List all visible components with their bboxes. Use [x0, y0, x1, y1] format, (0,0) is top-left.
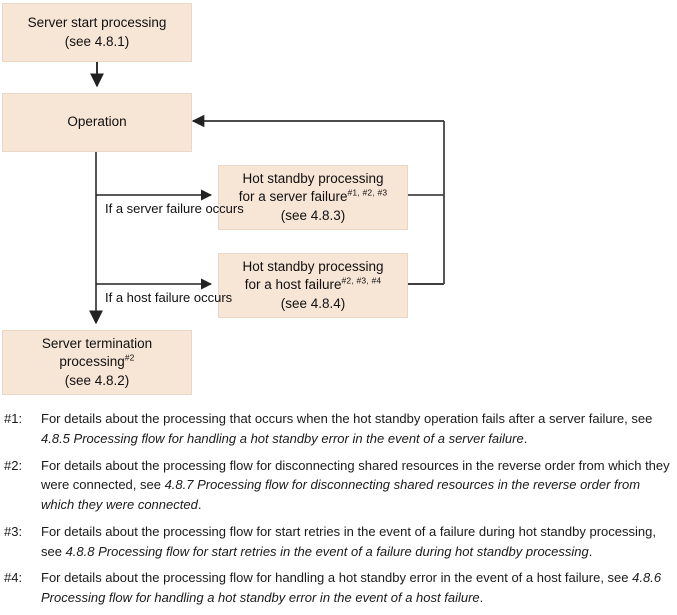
node-server-start-line2: (see 4.8.1) — [64, 33, 130, 49]
footnote-body-text: For details about the processing flow fo… — [41, 457, 670, 493]
footnote-body-text: For details about the processing that oc… — [41, 411, 653, 426]
footnote-body-text: For details about the processing flow fo… — [41, 523, 656, 559]
edge-label-host-failure-line2: failure occurs — [154, 290, 233, 305]
footnote-item: #1: For details about the processing that… — [4, 409, 674, 449]
footnote-body-text: . — [588, 543, 593, 559]
node-hot-standby-server-line1: Hot standby processing — [242, 170, 384, 186]
footnote-body-text: . — [479, 590, 484, 605]
edge-label-server-failure: If a server failure occurs — [105, 200, 244, 218]
footnote-item: #4: For details about the processing flow… — [4, 568, 674, 608]
node-server-termination-footnote-refs: #2 — [124, 352, 135, 363]
node-server-termination-processing[interactable]: Server termination processing#2 (see 4.8… — [2, 330, 192, 395]
footnotes-list: #1: For details about the processing that… — [4, 409, 674, 615]
node-hot-standby-server-line2-text: for a server failure — [238, 189, 348, 205]
footnote-marker: #2: — [4, 457, 23, 473]
node-server-start-line1: Server start processing — [27, 14, 167, 30]
node-hot-standby-host-footnote-refs: #2, #3, #4 — [341, 275, 382, 286]
footnote-reference-title: 4.8.6 Processing flow for handling a hot… — [41, 570, 662, 605]
node-hot-standby-host-line2-text: for a host failure — [244, 277, 342, 293]
footnote-body-text: For details about the processing flow fo… — [41, 570, 633, 586]
flowchart-connectors — [89, 62, 445, 325]
node-hot-standby-host-line2: for a host failure#2, #3, #4 — [245, 276, 382, 295]
node-hot-standby-host-line3: (see 4.8.4) — [280, 295, 346, 311]
footnote-body-text: . — [197, 497, 202, 512]
edge-label-server-failure-line1: If a server — [105, 201, 163, 216]
footnote-reference-title: 4.8.7 Processing flow for disconnecting … — [41, 477, 641, 512]
edge-label-host-failure-line1: If a host — [105, 290, 152, 305]
node-operation[interactable]: Operation — [2, 93, 192, 152]
node-hot-standby-host-line1: Hot standby processing — [242, 258, 384, 274]
footnote-body-text: . — [523, 430, 528, 446]
node-hot-standby-server-line2: for a server failure#1, #2, #3 — [239, 188, 388, 207]
flowchart: Server start processing (see 4.8.1) Oper… — [2, 3, 445, 395]
footnote-marker: #1: — [4, 411, 23, 426]
footnote-reference-title: 4.8.5 Processing flow for handling a hot… — [41, 430, 524, 446]
node-hot-standby-server-line3: (see 4.8.3) — [280, 207, 346, 223]
node-server-termination-line3: (see 4.8.2) — [64, 372, 130, 388]
edge-label-host-failure: If a host failure occurs — [105, 289, 232, 307]
footnote-item: #2: For details about the processing flow… — [4, 456, 674, 515]
node-server-termination-line2-text: processing — [59, 354, 125, 370]
node-server-start-processing[interactable]: Server start processing (see 4.8.1) — [2, 3, 192, 62]
footnote-text: For details about the processing that oc… — [41, 411, 652, 446]
footnote-marker: #3: — [4, 523, 23, 539]
footnote-text: For details about the processing flow fo… — [41, 458, 670, 513]
node-server-termination-line2: processing#2 — [59, 353, 134, 372]
footnote-text: For details about the processing flow fo… — [41, 570, 661, 605]
node-server-termination-line1: Server termination — [41, 335, 153, 351]
node-operation-label: Operation — [67, 114, 127, 130]
footnote-text: For details about the processing flow fo… — [41, 524, 656, 559]
node-hot-standby-server-failure[interactable]: Hot standby processing for a server fail… — [218, 165, 408, 230]
footnote-item: #3: For details about the processing flow… — [4, 522, 674, 562]
node-hot-standby-host-failure[interactable]: Hot standby processing for a host failur… — [218, 253, 408, 318]
footnote-reference-title: 4.8.8 Processing flow for start retries … — [65, 543, 589, 559]
node-hot-standby-server-footnote-refs: #1, #2, #3 — [347, 187, 388, 198]
edge-label-server-failure-line2: failure occurs — [166, 201, 244, 216]
footnote-marker: #4: — [4, 570, 23, 586]
